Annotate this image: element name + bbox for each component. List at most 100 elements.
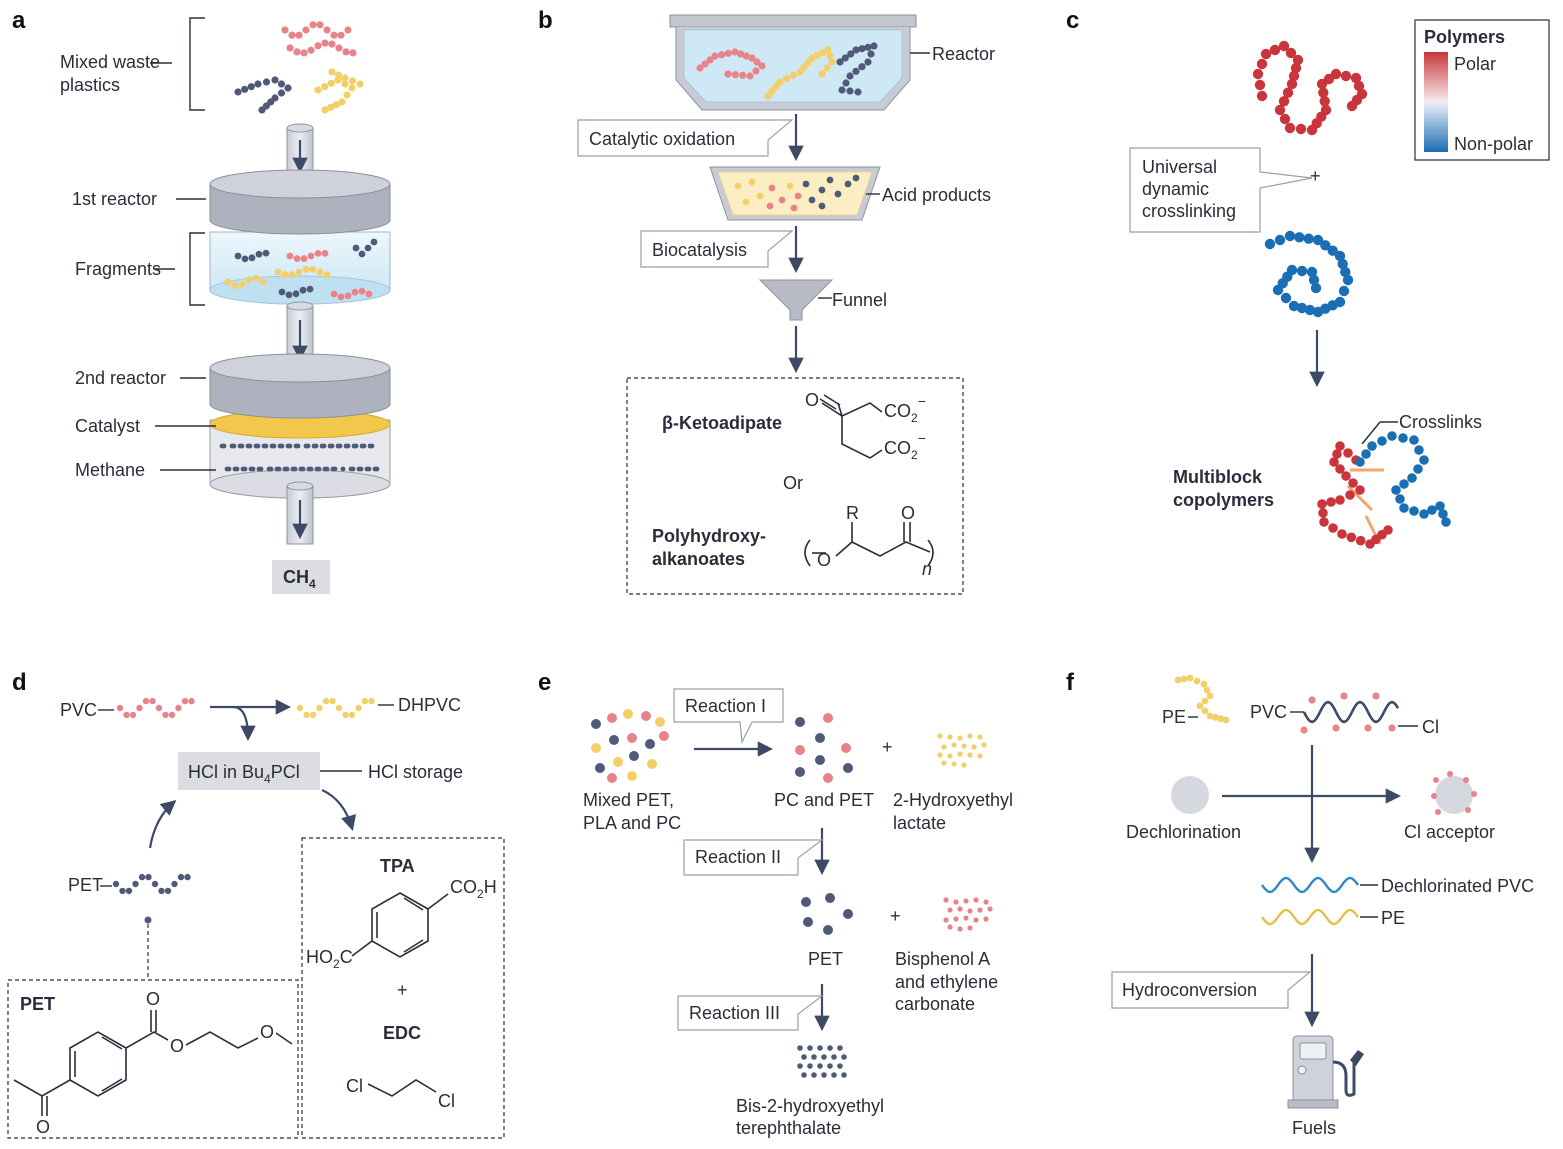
- reaction3-callout: [677, 995, 824, 1031]
- crosslink-bond: [1346, 484, 1374, 512]
- nonpolar-bead: [1274, 234, 1286, 246]
- yellow-bead: [1222, 716, 1230, 724]
- methane-dot: [287, 443, 293, 449]
- methane-dot: [369, 443, 375, 449]
- polar-bead: [1284, 122, 1296, 134]
- pe-wave-label: PE: [1381, 908, 1405, 928]
- bhet-dot: [837, 1063, 843, 1069]
- nonpolar-bead: [1312, 306, 1324, 318]
- methane-dot: [292, 466, 298, 472]
- polar-bead: [1348, 478, 1358, 488]
- pink-bead: [321, 250, 329, 257]
- bpa-label-3: carbonate: [895, 994, 975, 1014]
- nonpolar-bead: [1398, 433, 1408, 443]
- chlorine-dot: [1463, 777, 1469, 783]
- panel-d: d PVC DHPVC HCl in Bu4PCl HCl storage PE…: [7, 669, 505, 1139]
- bhet-dot: [841, 1072, 847, 1078]
- bhet-dot: [837, 1045, 843, 1051]
- pvc-chain: [116, 697, 195, 719]
- methane-dot: [271, 443, 277, 449]
- fuel-pump-icon: [1287, 1035, 1364, 1109]
- pink-bead: [330, 290, 338, 298]
- yellow-bead: [824, 46, 832, 54]
- hydroconversion-label: Hydroconversion: [1122, 980, 1257, 1000]
- lactate-dot: [941, 760, 947, 766]
- methane-dot: [300, 466, 306, 472]
- bhet-dot: [827, 1063, 833, 1069]
- polar-bead: [1285, 47, 1297, 59]
- methane-dot: [313, 443, 319, 449]
- bpa-dot: [943, 917, 949, 923]
- slate-bead: [867, 50, 875, 58]
- pet-to-hcl-arrow: [148, 800, 177, 849]
- polar-bead: [1319, 96, 1330, 107]
- yellow-bead: [231, 282, 239, 290]
- nonpolar-bead: [1342, 274, 1354, 286]
- methane-dot: [295, 443, 301, 449]
- lactate-dot: [977, 753, 983, 759]
- bhet-dot: [801, 1072, 807, 1078]
- nonpolar-bead: [1427, 505, 1437, 515]
- ch4-product-box: [272, 560, 330, 594]
- nonpolar-bead: [1312, 234, 1324, 246]
- nonpolar-bead: [1407, 473, 1417, 483]
- pink-bead: [302, 26, 310, 34]
- yellow-bead: [329, 697, 336, 705]
- lactate-dot: [961, 743, 967, 749]
- svg-text:O: O: [260, 1022, 274, 1042]
- lactate-dot: [937, 733, 943, 739]
- plastic-dot: [655, 717, 665, 727]
- plastic-dot: [823, 773, 833, 783]
- lactate-dot: [971, 744, 977, 750]
- catalyst-label: Catalyst: [75, 416, 140, 436]
- polar-bead: [1292, 54, 1304, 66]
- plastic-dot: [659, 731, 669, 741]
- methane-dot: [231, 443, 237, 449]
- pink-bead: [281, 26, 289, 34]
- pink-bead: [300, 255, 308, 262]
- yellow-bead: [368, 697, 375, 705]
- hydroconversion-callout: [1111, 971, 1312, 1009]
- acid-dot: [818, 202, 826, 210]
- pink-bead: [300, 49, 308, 57]
- yellow-bead: [296, 704, 304, 712]
- reaction1-label: Reaction I: [685, 696, 766, 716]
- pink-bead: [316, 21, 324, 29]
- polar-bead: [1383, 525, 1393, 535]
- lactate-dot: [941, 744, 947, 750]
- slate-bead: [171, 880, 178, 888]
- hel-label-1: 2-Hydroxyethyl: [893, 790, 1013, 810]
- yellow-bead: [348, 84, 356, 92]
- pink-bead: [739, 71, 747, 79]
- yellow-bead: [341, 80, 349, 88]
- yellow-bead: [764, 92, 772, 100]
- dechlorinated-pvc-label: Dechlorinated PVC: [1381, 876, 1534, 896]
- yellow-bead: [1206, 712, 1214, 720]
- ketoadipate-label: β-Ketoadipate: [662, 413, 782, 433]
- slate-bead: [858, 45, 866, 53]
- nonpolar-bead: [1264, 238, 1276, 250]
- bpa-dot: [947, 924, 953, 930]
- bhet-dot: [827, 1045, 833, 1051]
- slate-bead: [241, 85, 249, 93]
- acid-dot: [748, 178, 756, 186]
- reaction2-callout: [683, 839, 824, 876]
- yellow-bead: [328, 68, 336, 76]
- bpa-dot: [963, 898, 969, 904]
- nonpolar-bead: [1304, 304, 1316, 316]
- svg-text:O: O: [817, 550, 831, 570]
- plus-e1: +: [882, 737, 893, 757]
- mixed-label-2: PLA and PC: [583, 813, 681, 833]
- fuels-label: Fuels: [1292, 1118, 1336, 1138]
- bpa-dot: [973, 897, 979, 903]
- pink-bead: [116, 704, 124, 712]
- lactate-dot: [981, 742, 987, 748]
- methane-dot: [239, 443, 245, 449]
- yellow-bead: [323, 271, 331, 278]
- yellow-bead: [321, 106, 329, 114]
- methane-label: Methane: [75, 460, 145, 480]
- nonpolar-bead: [1296, 302, 1308, 314]
- chlorine-dot: [1300, 726, 1308, 734]
- bhet-dot: [801, 1054, 807, 1060]
- slate-bead: [234, 252, 242, 260]
